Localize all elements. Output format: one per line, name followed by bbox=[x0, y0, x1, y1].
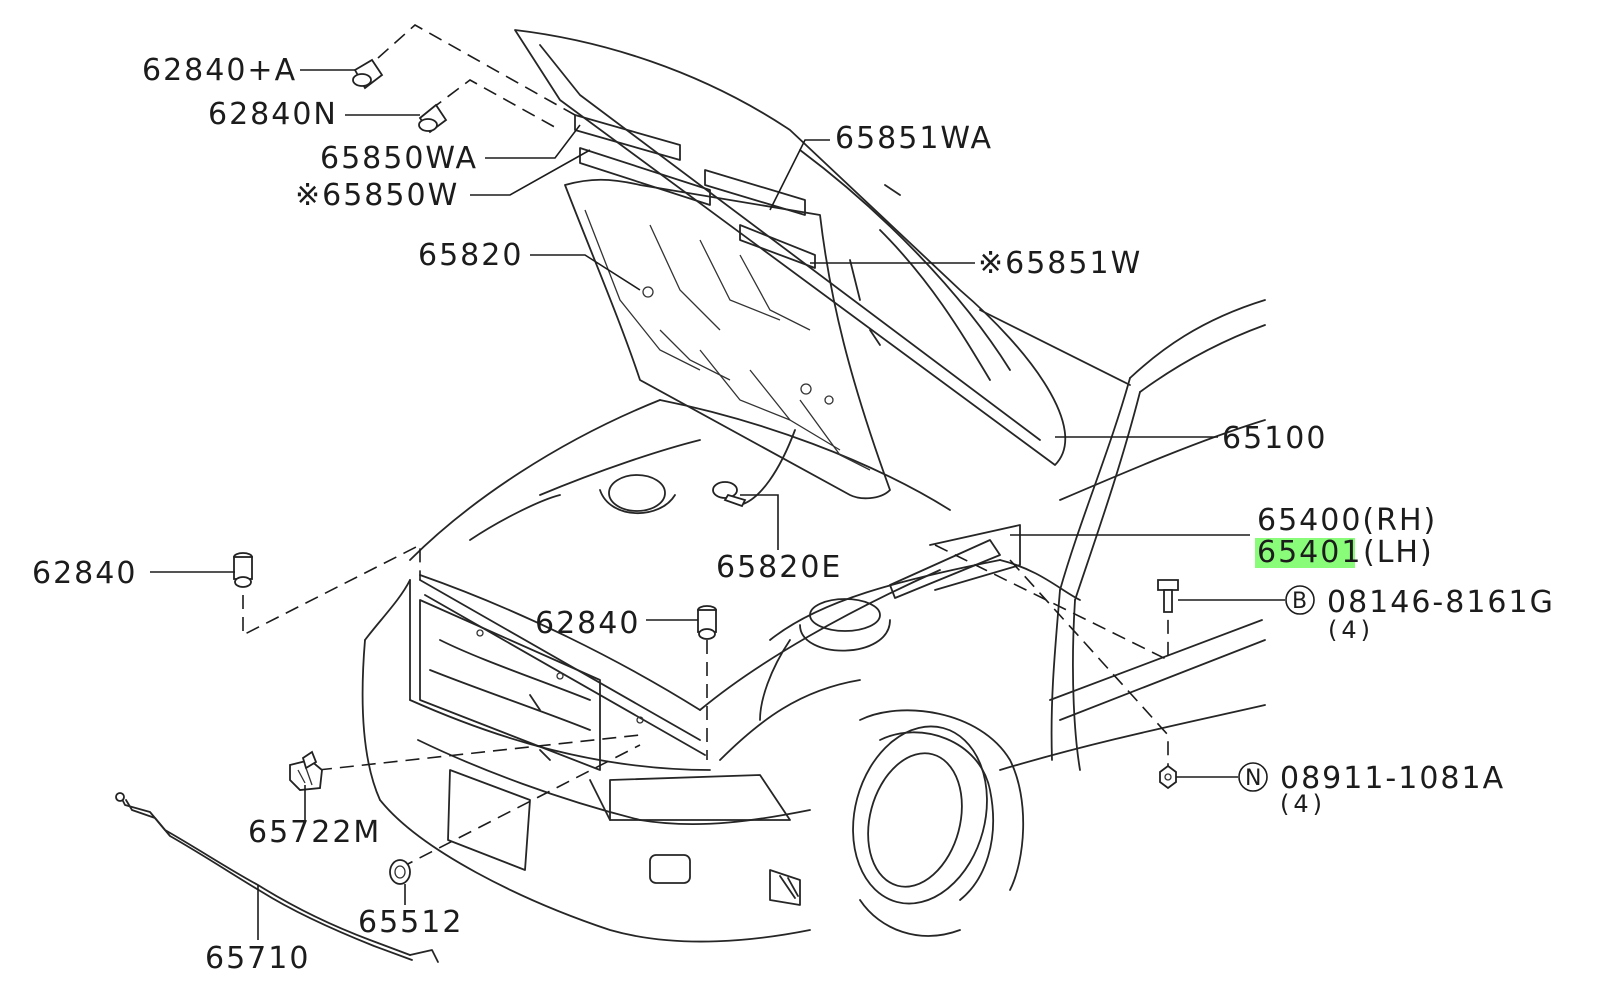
nut-mark-circle bbox=[1238, 762, 1268, 792]
label-08146-qty: (4) bbox=[1328, 616, 1374, 644]
insulator-clip-icon bbox=[712, 481, 747, 508]
label-65722m: 65722M bbox=[248, 815, 381, 850]
part-icons bbox=[115, 58, 1179, 963]
part-labels: 62840+A 62840N 65850WA ※65850W 65851WA 6… bbox=[32, 53, 1555, 976]
grommet-icon bbox=[389, 859, 411, 885]
hood-drawing bbox=[514, 29, 1131, 599]
rubber-bumper-icon bbox=[233, 552, 253, 588]
clip-part-icon bbox=[418, 103, 448, 134]
label-65400-rh: 65400(RH) bbox=[1257, 503, 1437, 538]
rubber-bumper-icon bbox=[697, 605, 717, 640]
bolt-icon bbox=[1157, 579, 1179, 613]
leader-lines bbox=[150, 69, 1285, 940]
hood-lock-icon bbox=[289, 750, 323, 791]
label-62840n: 62840N bbox=[208, 97, 338, 132]
label-62840-mid: 62840 bbox=[535, 606, 640, 641]
dashed-connectors bbox=[242, 24, 1169, 869]
label-65850w: ※65850W bbox=[295, 178, 459, 213]
label-65820e: 65820E bbox=[716, 550, 842, 585]
label-65401: 65401 bbox=[1257, 535, 1362, 570]
label-65100: 65100 bbox=[1222, 421, 1327, 456]
label-65851w: ※65851W bbox=[978, 246, 1142, 281]
nut-mark-letter: N bbox=[1245, 766, 1261, 791]
label-65512: 65512 bbox=[358, 905, 463, 940]
bolt-mark-letter: B bbox=[1292, 589, 1307, 614]
highlight-65401 bbox=[1255, 538, 1355, 568]
label-62840-left: 62840 bbox=[32, 556, 137, 591]
nut-callout: N bbox=[1238, 762, 1268, 792]
label-65710: 65710 bbox=[205, 941, 310, 976]
label-08146-8161g: 08146-8161G bbox=[1327, 585, 1555, 620]
bolt-mark-circle bbox=[1285, 585, 1315, 615]
label-65850wa: 65850WA bbox=[320, 141, 478, 176]
nut-icon bbox=[1159, 764, 1177, 790]
bumper-part-icon bbox=[352, 58, 384, 90]
label-08911-1081a: 08911-1081A bbox=[1280, 761, 1505, 796]
label-65401-lh: (LH) bbox=[1363, 535, 1434, 570]
label-65851wa: 65851WA bbox=[835, 121, 993, 156]
hood-release-cable-icon bbox=[115, 792, 439, 963]
label-08911-qty: (4) bbox=[1280, 790, 1326, 818]
bolt-callout: B bbox=[1285, 585, 1315, 615]
car-body-drawing bbox=[361, 299, 1266, 943]
label-65820: 65820 bbox=[418, 238, 523, 273]
label-62840-a: 62840+A bbox=[142, 53, 297, 88]
